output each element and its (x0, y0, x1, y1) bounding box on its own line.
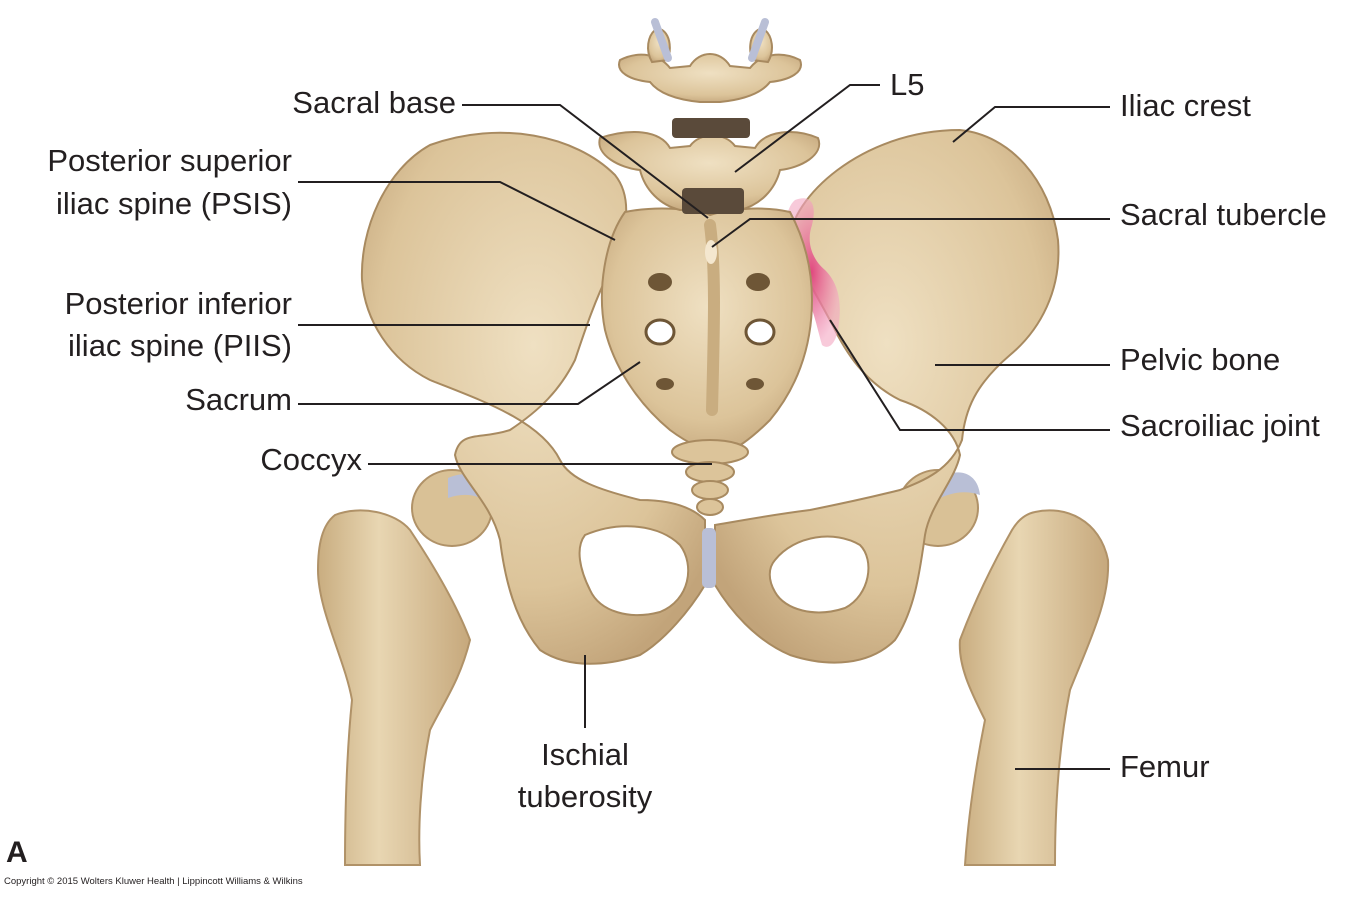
obturator-foramen-right (768, 535, 870, 614)
facet-cartilage (651, 18, 672, 62)
copyright-notice: Copyright © 2015 Wolters Kluwer Health |… (4, 876, 303, 887)
intervertebral-disc (682, 188, 744, 214)
leader-psis (298, 181, 616, 241)
label-piis-line2: iliac spine (PIIS) (68, 328, 292, 363)
femur-right (958, 509, 1110, 866)
label-iliac-crest: Iliac crest (1120, 88, 1251, 123)
label-pelvic-bone: Pelvic bone (1120, 342, 1281, 377)
sacral-foramen (744, 318, 776, 346)
label-l5: L5 (890, 67, 925, 102)
panel-letter: A (6, 836, 28, 869)
leader-sacrum (298, 361, 641, 405)
leader-sacroiliac-joint (829, 319, 1110, 431)
label-psis-line1: Posterior superior (47, 143, 292, 178)
label-ischial-line1: Ischial (541, 737, 629, 772)
label-psis-line2: iliac spine (PSIS) (55, 186, 292, 221)
leader-lines (298, 84, 1110, 770)
label-sacral-tubercle: Sacral tubercle (1120, 197, 1327, 232)
sacral-foramen (746, 273, 770, 291)
sacral-foramen (746, 378, 764, 390)
leader-sacral-tubercle (711, 218, 1110, 248)
femur-left (316, 509, 472, 866)
pubic-symphysis (702, 528, 716, 588)
label-femur: Femur (1120, 749, 1210, 784)
label-coccyx: Coccyx (260, 442, 362, 477)
leader-sacral-base (462, 104, 709, 219)
label-sacrum: Sacrum (185, 382, 292, 417)
sacral-foramen (656, 378, 674, 390)
sacral-foramen (648, 273, 672, 291)
label-ischial-line2: tuberosity (517, 779, 653, 814)
lumbar-vertebrae (598, 27, 821, 211)
label-sacroiliac-joint: Sacroiliac joint (1120, 408, 1320, 443)
intervertebral-disc (672, 118, 750, 138)
label-sacral-base: Sacral base (292, 85, 456, 120)
obturator-foramen-left (578, 525, 690, 616)
leader-iliac-crest (952, 106, 1110, 143)
label-piis-line1: Posterior inferior (64, 286, 292, 321)
facet-cartilage (748, 18, 769, 62)
sacral-foramen (644, 318, 676, 346)
leader-l5 (734, 84, 880, 173)
coccyx (671, 439, 749, 516)
